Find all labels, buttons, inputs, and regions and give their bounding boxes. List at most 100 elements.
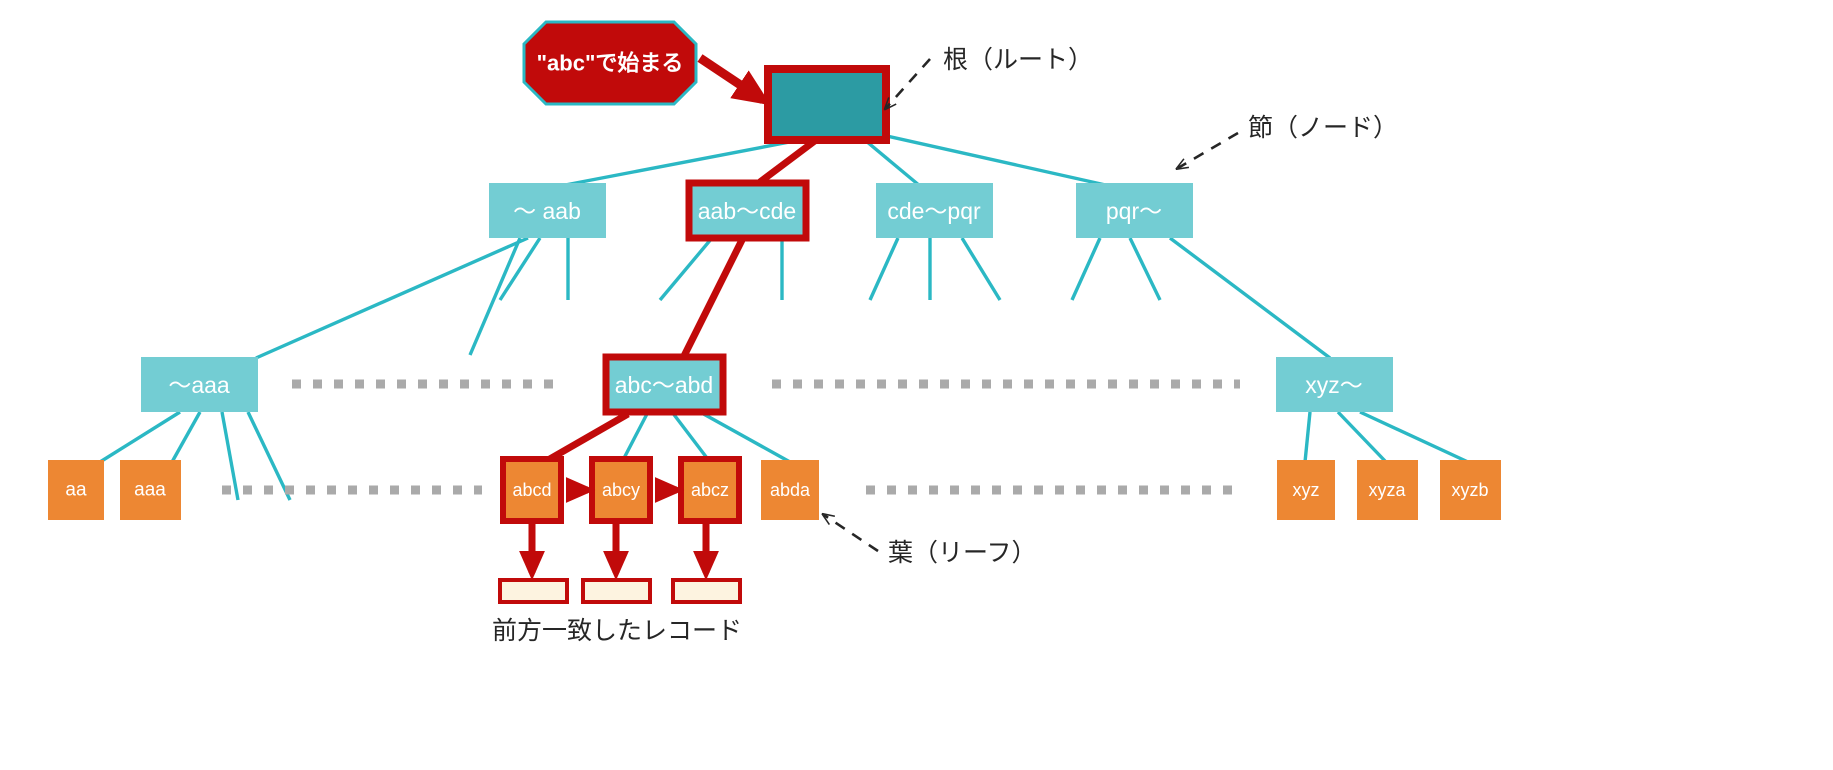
annotation-leader-node: [1178, 131, 1239, 168]
node-l3-1-label: abc〜abd: [615, 372, 713, 398]
leaf-aa-box[interactable]: [48, 460, 104, 520]
leaf-xyzb-label: xyzb: [1451, 480, 1488, 500]
record-box-0-rect[interactable]: [498, 578, 569, 604]
leaf-xyza-label: xyza: [1368, 480, 1406, 500]
leaf-xyz-box[interactable]: [1277, 460, 1335, 520]
link-l2-2-child-c: [960, 237, 1002, 301]
node-l3-2-label: xyz〜: [1305, 372, 1363, 398]
leaf-abcd-label: abcd: [512, 480, 551, 500]
level2-nodes: 〜 aab aab〜cde cde〜pqr pqr〜: [489, 179, 1193, 242]
root-node-box[interactable]: [764, 65, 890, 144]
node-l3-0[interactable]: 〜aaa: [141, 357, 258, 412]
link-l3-0-child-d: [246, 411, 292, 501]
link-root-to-l2-2: [858, 134, 922, 188]
link-root-to-l2-3: [877, 132, 1111, 188]
node-l3-1[interactable]: abc〜abd: [602, 353, 727, 416]
link-l3-1-to-leaf-abda: [699, 410, 791, 464]
record-box-2-rect[interactable]: [671, 578, 742, 604]
record-boxes: [498, 578, 742, 604]
leaf-abcz[interactable]: abcz: [678, 456, 742, 524]
highlight-path-links: [546, 137, 819, 464]
annotation-leaders: [824, 58, 1239, 553]
node-l2-2[interactable]: cde〜pqr: [876, 183, 993, 238]
node-annotation-label: 節（ノード）: [1248, 114, 1398, 142]
link-l2-0-child-a: [468, 237, 522, 356]
node-l2-3-box[interactable]: [1076, 183, 1193, 238]
link-l3-0-child-c: [220, 411, 240, 501]
prefix-callout[interactable]: "abc"で始まる: [522, 20, 698, 106]
node-l2-0-box[interactable]: [489, 183, 606, 238]
link-l3-0-to-leaf-aa: [99, 410, 181, 464]
leaf-aaa-label: aaa: [134, 480, 166, 501]
node-l2-0-label: 〜 aab: [513, 198, 581, 224]
leaf-aa[interactable]: aa: [48, 460, 104, 520]
link-l2-1-child-a: [658, 236, 714, 302]
leaf-abda[interactable]: abda: [761, 460, 819, 520]
leaf-abcy[interactable]: abcy: [589, 456, 653, 524]
link-l3-2-to-leaf-xyz: [1303, 411, 1312, 463]
records-caption-label: 前方一致したレコード: [492, 617, 742, 645]
record-fetch-arrows: [519, 524, 719, 581]
record-box-1[interactable]: [581, 578, 652, 604]
node-l2-3-label: pqr〜: [1106, 198, 1162, 224]
link-l2-2-child-a: [868, 237, 900, 301]
link-l2-3-child-c: [1168, 236, 1332, 360]
record-box-1-rect[interactable]: [581, 578, 652, 604]
leaf-xyzb[interactable]: xyzb: [1440, 460, 1501, 520]
record-box-0[interactable]: [498, 578, 569, 604]
tree-links-cyan: [99, 132, 1469, 501]
leaf-abda-box[interactable]: [761, 460, 819, 520]
leaf-abcd[interactable]: abcd: [500, 456, 564, 524]
callout-arrow-line: [697, 54, 771, 106]
prefix-callout-shape[interactable]: [522, 20, 698, 106]
leaf-nodes: aa aaa abcd abcy abcz abda: [48, 456, 1501, 524]
link-l3-1-to-leaf-abcz: [670, 410, 712, 464]
node-l2-0[interactable]: 〜 aab: [489, 183, 606, 238]
node-l3-1-box[interactable]: [602, 353, 727, 416]
node-l3-2-box[interactable]: [1276, 357, 1393, 412]
link-l3-2-to-leaf-xyzb: [1359, 410, 1469, 464]
prefix-callout-label: "abc"で始まる: [537, 51, 684, 76]
leaf-abcd-box[interactable]: [500, 456, 564, 524]
link-root-to-l2-0: [559, 138, 801, 188]
dotted-sibling-chains: [222, 379, 1240, 495]
link-l2-3-child-b: [1128, 237, 1162, 301]
leaf-aaa-box[interactable]: [120, 460, 181, 520]
node-l2-2-box[interactable]: [876, 183, 993, 238]
highlight-link-aabcde-to-abcabd: [680, 238, 746, 358]
link-l2-3-child-a: [1070, 237, 1102, 301]
leaf-xyza[interactable]: xyza: [1357, 460, 1418, 520]
leaf-annotation-label: 葉（リーフ）: [888, 539, 1037, 567]
node-l3-2[interactable]: xyz〜: [1276, 357, 1393, 412]
link-l3-2-to-leaf-xyza: [1336, 410, 1388, 464]
leaf-xyz-label: xyz: [1293, 480, 1320, 500]
leaf-xyza-box[interactable]: [1357, 460, 1418, 520]
leaf-aaa[interactable]: aaa: [120, 460, 181, 520]
link-l3-1-to-leaf-abcy: [620, 411, 650, 463]
leaf-abcy-label: abcy: [602, 480, 640, 500]
leaf-aa-label: aa: [65, 480, 87, 501]
leaf-abcz-label: abcz: [691, 480, 729, 500]
node-l2-2-label: cde〜pqr: [887, 198, 981, 224]
highlight-link-root-to-aabcde: [757, 137, 819, 185]
leaf-abda-label: abda: [770, 480, 811, 500]
leaf-xyzb-box[interactable]: [1440, 460, 1501, 520]
leaf-xyz[interactable]: xyz: [1277, 460, 1335, 520]
node-l2-1[interactable]: aab〜cde: [685, 179, 810, 242]
node-l2-1-label: aab〜cde: [698, 198, 796, 224]
link-l2-0-child-d: [255, 236, 529, 360]
node-l2-3[interactable]: pqr〜: [1076, 183, 1193, 238]
link-l2-0-child-b: [498, 237, 542, 301]
root-node[interactable]: [764, 65, 890, 144]
root-annotation-label: 根（ルート）: [943, 46, 1093, 74]
node-l2-1-box[interactable]: [685, 179, 810, 242]
annotation-leader-leaf: [824, 515, 879, 553]
node-l3-0-box[interactable]: [141, 357, 258, 412]
annotation-leader-root: [886, 58, 931, 108]
highlight-link-abcabd-to-abcd: [546, 410, 630, 464]
level3-nodes: 〜aaa abc〜abd xyz〜: [141, 353, 1393, 416]
record-box-2[interactable]: [671, 578, 742, 604]
node-l3-0-label: 〜aaa: [168, 372, 230, 398]
